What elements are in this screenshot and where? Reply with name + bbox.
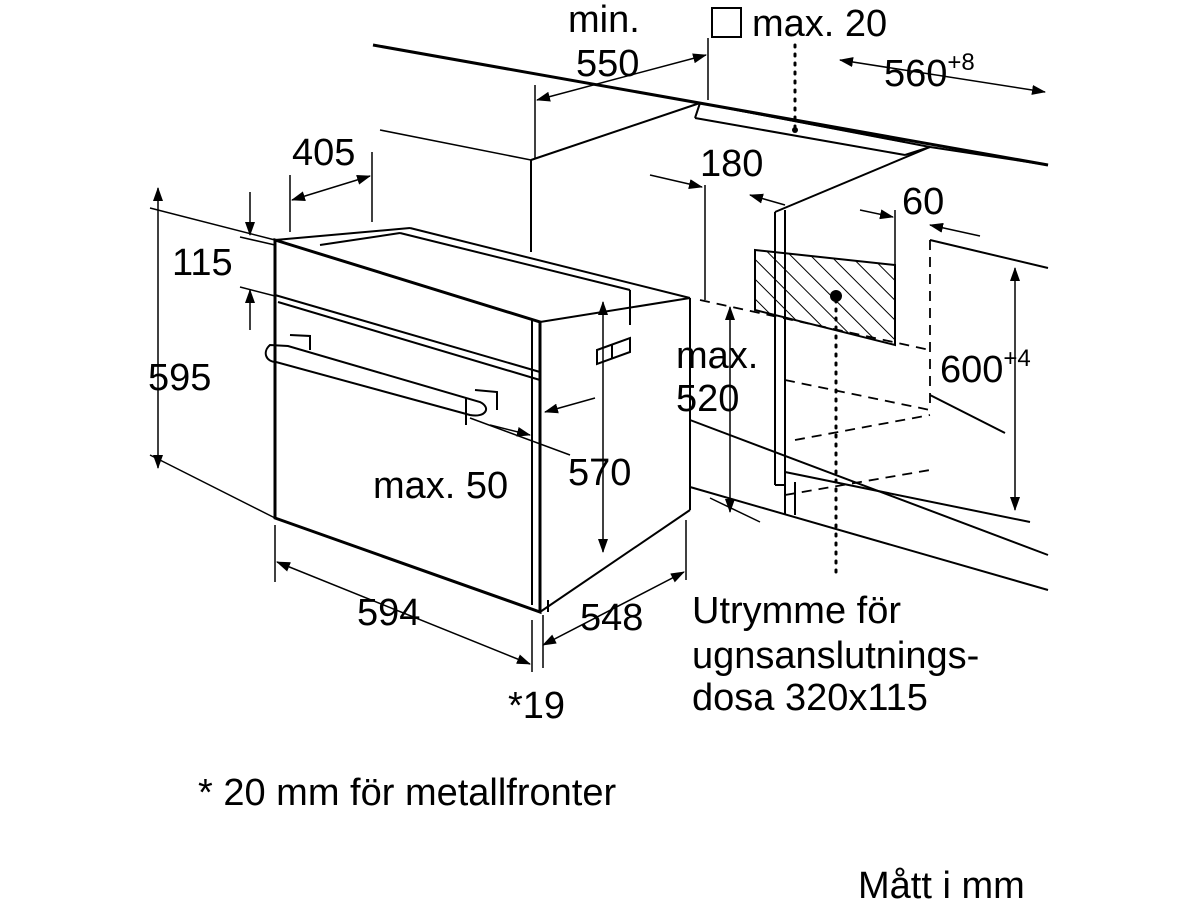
socket-note-line-1: Utrymme för [692, 590, 901, 632]
footnote: * 20 mm för metallfronter [198, 772, 616, 814]
units-label: Mått i mm [858, 865, 1025, 900]
label-548: 548 [580, 597, 643, 639]
label-115: 115 [172, 242, 233, 284]
socket-note-line-3: dosa 320x115 [692, 677, 928, 719]
label-19: *19 [508, 685, 565, 727]
oven-handle [264, 334, 498, 425]
label-595: 595 [148, 357, 211, 399]
socket-note-line-2: ugnsanslutnings- [692, 635, 979, 677]
label-vent-max: max. 20 [752, 3, 887, 45]
oven-body [273, 227, 691, 615]
label-600-value: 600 [940, 349, 1003, 391]
label-550: 550 [576, 43, 639, 85]
label-405: 405 [292, 132, 355, 174]
label-520: 520 [676, 378, 739, 420]
label-560-tolerance: +8 [947, 49, 974, 76]
label-max-50: max. 50 [373, 465, 508, 507]
label-600: 600+4 [940, 345, 1031, 391]
socket-area [754, 43, 896, 577]
label-560: 560+8 [884, 49, 975, 95]
dimension-lines [149, 38, 1046, 672]
label-560-value: 560 [884, 53, 947, 95]
label-60: 60 [902, 181, 944, 223]
label-180: 180 [700, 143, 763, 185]
label-min: min. [568, 0, 640, 41]
vent-square-icon [711, 7, 742, 38]
label-600-tolerance: +4 [1003, 345, 1030, 372]
label-594: 594 [357, 592, 420, 634]
label-max: max. [676, 335, 758, 377]
label-570: 570 [568, 452, 631, 494]
